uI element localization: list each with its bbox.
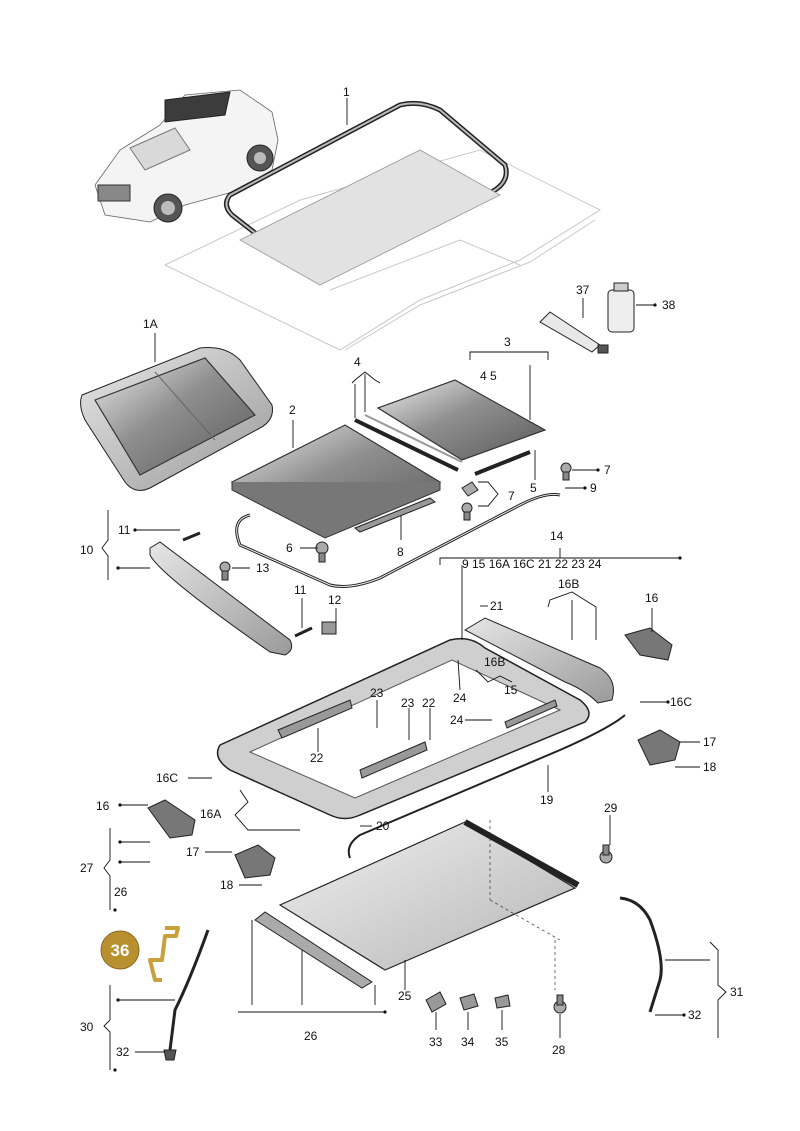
callout-35: 35 (495, 1035, 509, 1049)
part-8-strip (354, 497, 436, 533)
small-hardware (182, 462, 572, 638)
callout-16A: 16A (200, 807, 221, 821)
part-1a-frame (80, 347, 273, 491)
callout-3-sub: 4 5 (480, 369, 497, 383)
callout-7a: 7 (604, 463, 611, 477)
roof-outline (163, 149, 602, 351)
callout-20: 20 (376, 819, 390, 833)
callout-16B-2: 16B (484, 655, 505, 669)
callout-15: 15 (504, 683, 518, 697)
main-frame (216, 637, 590, 820)
leader-dots (113, 303, 686, 1072)
callout-37: 37 (576, 283, 590, 297)
callout-labels: 1 1A 2 3 4 5 4 5 6 7 7 8 9 10 11 11 12 1… (80, 85, 744, 1059)
callout-32b: 32 (116, 1045, 130, 1059)
callout-22a: 22 (310, 751, 324, 765)
callout-16b: 16 (96, 799, 110, 813)
highlight-label: 36 (111, 941, 130, 960)
callout-16a: 16 (645, 591, 659, 605)
lower-hardware (425, 844, 613, 1014)
part-25-roller-blind (278, 819, 580, 971)
callout-33: 33 (429, 1035, 443, 1049)
part-30-hose (163, 929, 210, 1061)
part-19-cable (347, 714, 626, 859)
callout-24a: 24 (453, 691, 467, 705)
callout-2: 2 (289, 403, 296, 417)
callout-23b: 23 (401, 696, 415, 710)
callout-34: 34 (461, 1035, 475, 1049)
callout-4: 4 (354, 355, 361, 369)
callout-17a: 17 (703, 735, 717, 749)
callout-38: 38 (662, 298, 676, 312)
vehicle-thumbnail (94, 89, 279, 223)
callout-29: 29 (604, 801, 618, 815)
callout-32a: 32 (688, 1008, 702, 1022)
callout-19: 19 (540, 793, 554, 807)
part-15-guide-rail (463, 617, 614, 704)
callout-16B-1: 16B (558, 577, 579, 591)
part-36-highlight: 36 (100, 926, 180, 982)
callout-14-sub: 9 15 16A 16C 21 22 23 24 (462, 557, 602, 571)
leader-lines (101, 98, 727, 1070)
callout-7b: 7 (508, 489, 515, 503)
part-4-seal-strips (354, 414, 531, 476)
callout-26b: 26 (114, 885, 128, 899)
callout-16C-2: 16C (156, 771, 178, 785)
callout-25: 25 (398, 989, 412, 1003)
part-17-motor-left (234, 844, 276, 879)
callout-18b: 18 (220, 878, 234, 892)
part-10-wind-deflector (149, 541, 293, 656)
part-16-bracket (147, 627, 673, 839)
part-3-rear-glass (376, 379, 547, 461)
callout-16C-1: 16C (670, 695, 692, 709)
part-31-hose (619, 896, 663, 1013)
callout-24b: 24 (450, 713, 464, 727)
callout-14: 14 (550, 529, 564, 543)
callout-8: 8 (397, 545, 404, 559)
callout-22b: 22 (422, 696, 436, 710)
part-38-bottle (607, 282, 635, 333)
callout-27: 27 (80, 861, 94, 875)
callout-10: 10 (80, 543, 94, 557)
callout-3: 3 (504, 335, 511, 349)
callout-23a: 23 (370, 686, 384, 700)
callout-13: 13 (256, 561, 270, 575)
callout-11b: 11 (294, 583, 307, 597)
callout-11a: 11 (118, 523, 131, 537)
part-17-motor-right (637, 729, 681, 766)
callout-28: 28 (552, 1043, 566, 1057)
callout-5: 5 (530, 481, 537, 495)
callout-21: 21 (490, 599, 504, 613)
part-1-seal (224, 100, 509, 286)
callout-31: 31 (730, 985, 744, 999)
callout-1: 1 (343, 85, 350, 99)
callout-17b: 17 (186, 845, 200, 859)
callout-26a: 26 (304, 1029, 318, 1043)
callout-12: 12 (328, 593, 342, 607)
callout-18a: 18 (703, 760, 717, 774)
part-26-pull-bar (254, 911, 373, 989)
callout-9: 9 (590, 481, 597, 495)
callout-6: 6 (286, 541, 293, 555)
part-2-glass-panel (230, 424, 442, 539)
callout-1a: 1A (143, 317, 158, 331)
part-9-drain-hose (235, 493, 561, 588)
part-37-tube (539, 311, 609, 354)
callout-30: 30 (80, 1020, 94, 1034)
